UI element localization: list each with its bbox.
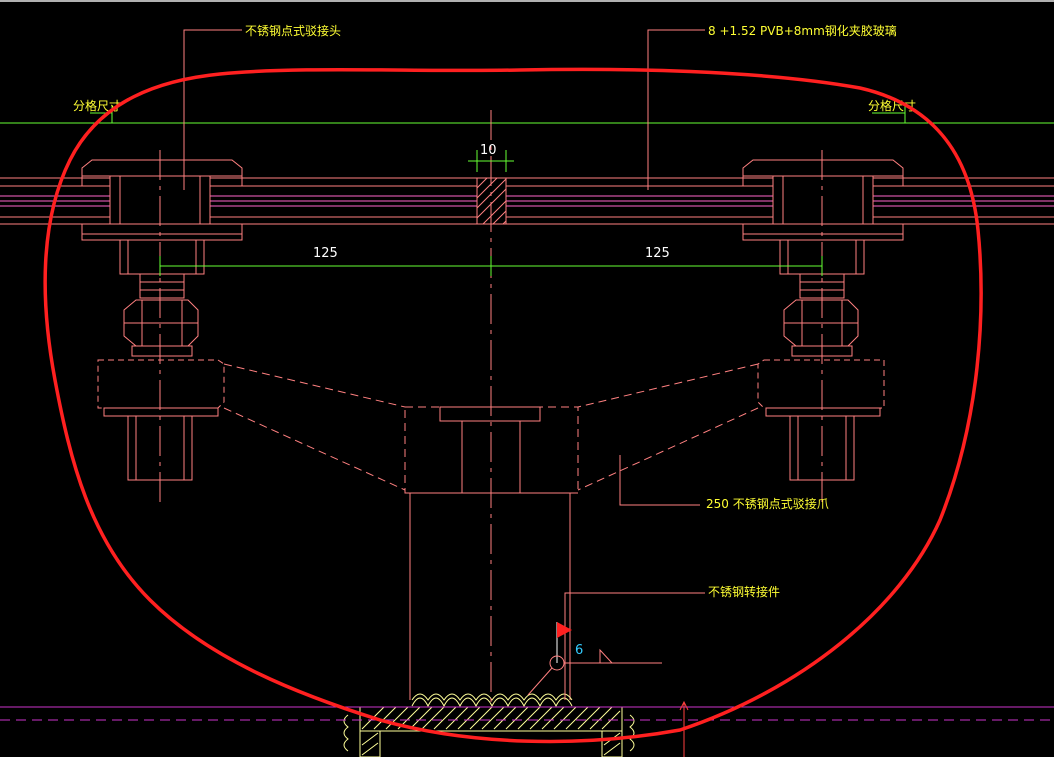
center-lines <box>159 110 823 706</box>
adapter-label: 不锈钢转接件 <box>708 584 780 599</box>
glass-label: 8 +1.52 PVB+8mm钢化夹胶玻璃 <box>708 23 897 38</box>
fillet-weld-icon <box>599 648 613 664</box>
claw-label: 250 不锈钢点式驳接爪 <box>706 496 829 511</box>
weld-symbol: 6 <box>527 622 662 696</box>
base-channel <box>359 706 623 757</box>
weld-bead <box>343 693 635 752</box>
grid-dimension-right: 分格尺寸 <box>868 98 916 113</box>
left-connector <box>81 159 243 481</box>
left-span-dimension: 125 <box>313 246 338 261</box>
leader-lines <box>90 29 906 700</box>
right-connector <box>742 159 904 481</box>
adapter-post <box>409 493 571 700</box>
weld-flag-icon <box>557 622 572 638</box>
right-span-dimension: 125 <box>645 246 670 261</box>
dimension-lines <box>159 150 823 276</box>
grid-dimension-left: 分格尺寸 <box>73 98 121 113</box>
markup-circle <box>43 67 983 744</box>
weld-size: 6 <box>575 643 583 658</box>
spider-claw <box>223 363 759 494</box>
connector-label: 不锈钢点式驳接头 <box>245 23 341 38</box>
gap-dimension: 10 <box>480 143 497 158</box>
